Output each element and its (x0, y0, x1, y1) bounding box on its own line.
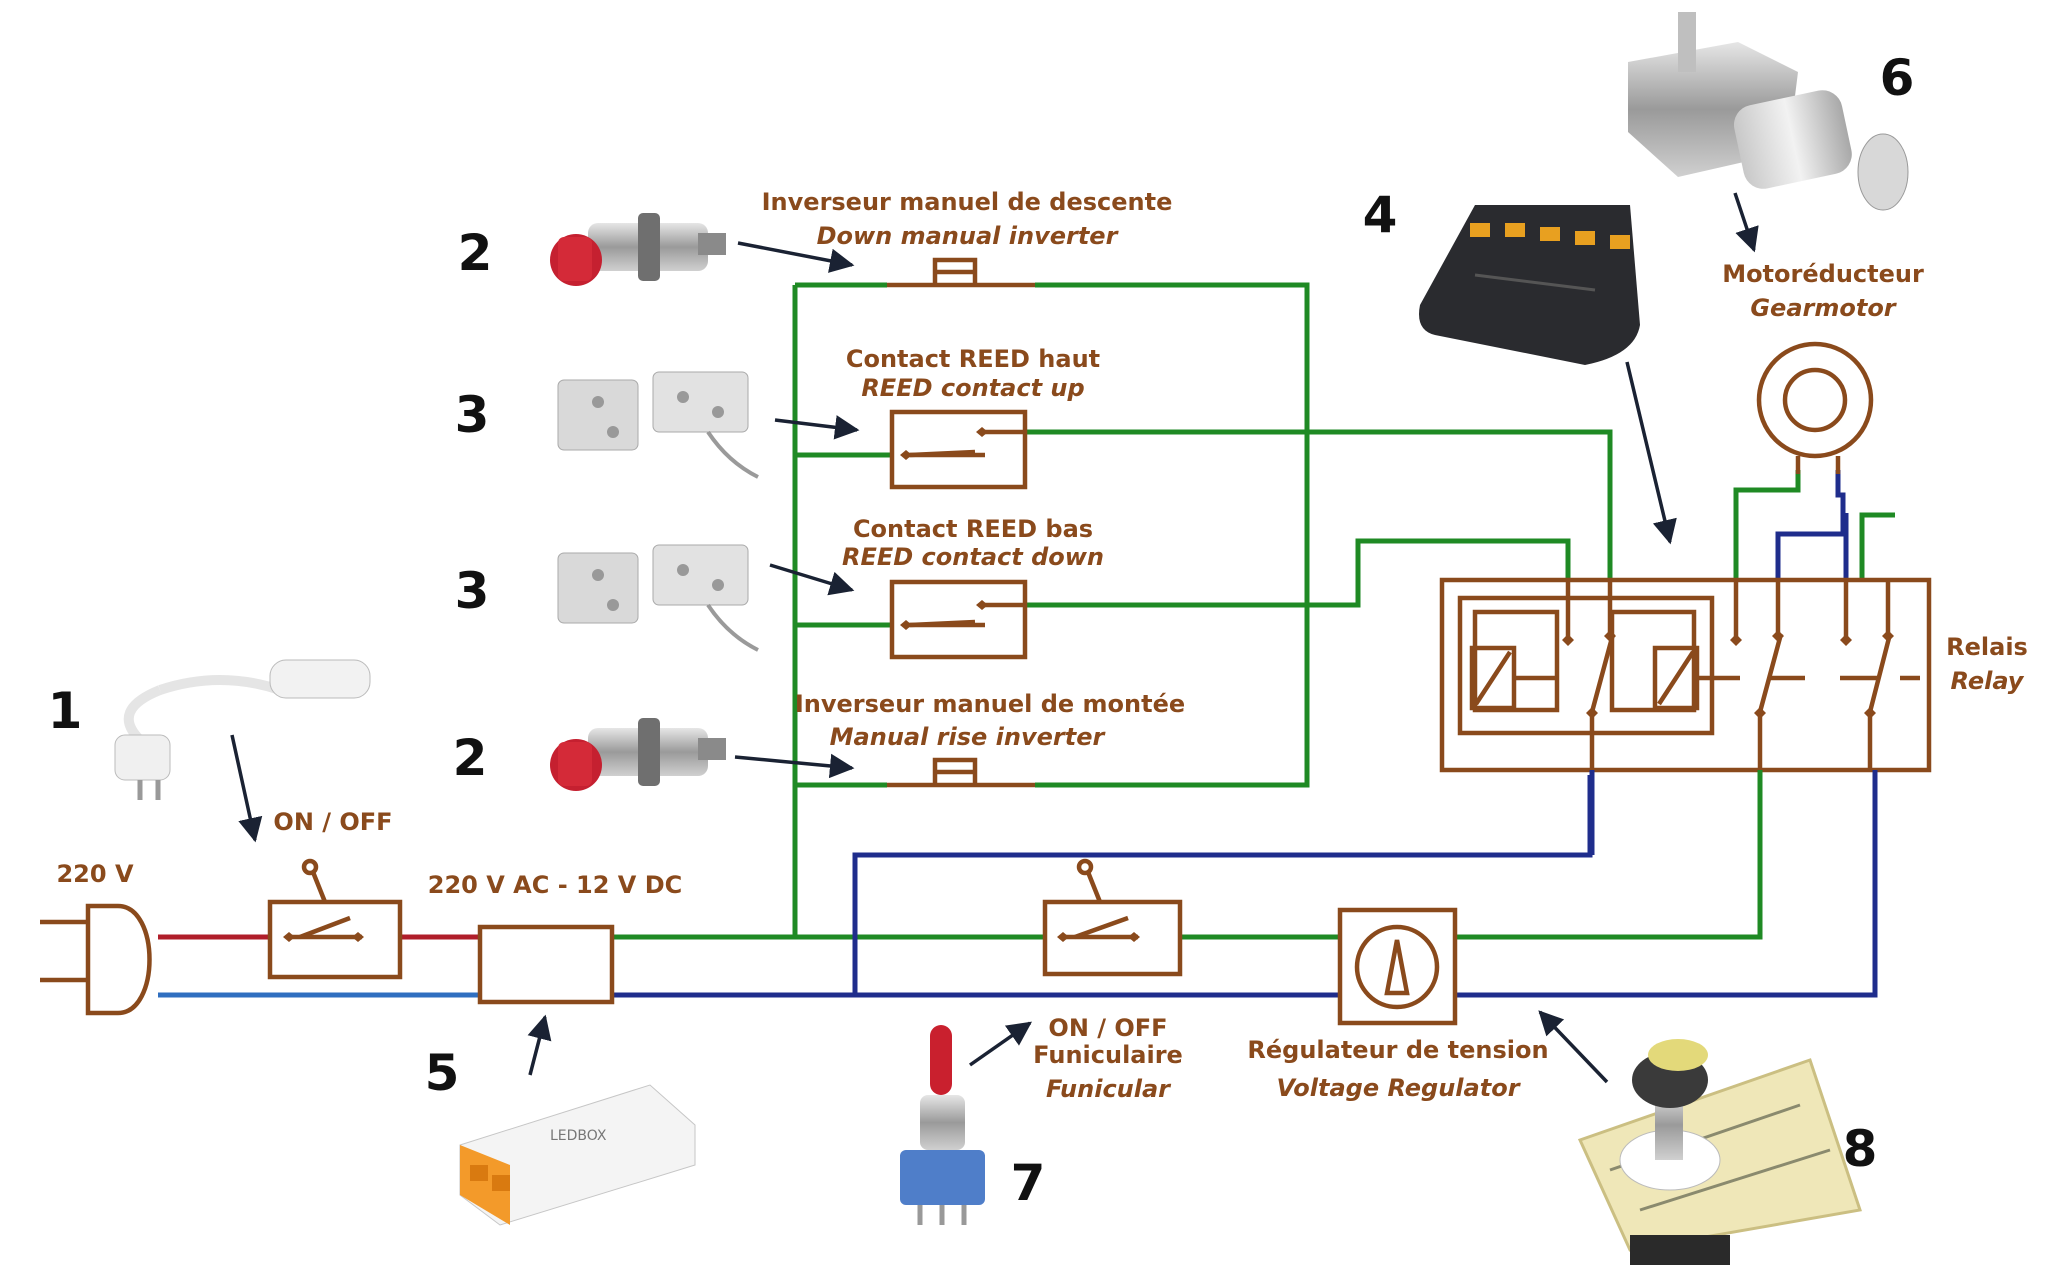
reed-up-label-fr: Contact REED haut (846, 345, 1100, 373)
reed-up-label-en: REED contact up (861, 374, 1084, 402)
regulator-label-en: Voltage Regulator (1276, 1074, 1521, 1102)
number-1: 1 (48, 682, 83, 740)
reed-down-symbol (889, 579, 1028, 660)
reed-up-symbol (889, 409, 1028, 490)
gearmotor-photo-icon (1628, 12, 1909, 211)
power-supply-photo-icon: LEDBOX (459, 1084, 696, 1226)
funicular-switch (1042, 858, 1183, 977)
relay-symbol (1439, 577, 1932, 773)
funicular-onoff-label: ON / OFF (1048, 1014, 1167, 1042)
relay-label-en: Relay (1951, 667, 2025, 695)
number-2-bottom: 2 (453, 729, 488, 787)
motor-symbol (1756, 341, 1874, 474)
rise-inverter-symbol (887, 757, 1035, 788)
number-6: 6 (1880, 49, 1915, 107)
psu-label: 220 V AC - 12 V DC (428, 871, 682, 899)
number-3-bottom: 3 (455, 562, 490, 620)
mains-voltage-label: 220 V (56, 860, 133, 888)
reed-down-label-en: REED contact down (842, 543, 1104, 571)
regulator-board-photo-icon (1577, 1039, 1862, 1265)
down-inverter-symbol (887, 257, 1035, 288)
relay-module-photo-icon (1419, 205, 1640, 365)
down-inverter-label-fr: Inverseur manuel de descente (762, 188, 1173, 216)
mains-onoff-label: ON / OFF (273, 808, 392, 836)
reed-sensor-photo-icon (557, 544, 759, 652)
number-4: 4 (1363, 186, 1398, 244)
funicular-label-fr: Funiculaire (1033, 1041, 1183, 1069)
reed-down-label-fr: Contact REED bas (853, 515, 1093, 543)
mains-onoff-switch (267, 858, 403, 980)
svg-text:LEDBOX: LEDBOX (550, 1128, 607, 1144)
plug-symbol (40, 903, 152, 1016)
power-cord-photo-icon (114, 659, 371, 800)
funicular-label-en: Funicular (1046, 1075, 1172, 1103)
number-5: 5 (425, 1044, 460, 1102)
push-button-photo-icon (550, 213, 726, 286)
reed-sensor-photo-icon (557, 371, 759, 479)
relay-label-fr: Relais (1946, 633, 2028, 661)
number-2-top: 2 (458, 224, 493, 282)
voltage-regulator-symbol (1337, 907, 1458, 1026)
push-button-photo-icon (550, 718, 726, 791)
psu-box (477, 924, 615, 1005)
toggle-switch-photo-icon (900, 1025, 985, 1225)
rise-inverter-label-fr: Inverseur manuel de montée (795, 690, 1185, 718)
mains-wires (158, 934, 480, 998)
pointer-arrows (230, 192, 1759, 1084)
number-3-top: 3 (455, 386, 490, 444)
number-8: 8 (1843, 1120, 1878, 1178)
number-7: 7 (1011, 1154, 1046, 1212)
gearmotor-label-en: Gearmotor (1750, 294, 1897, 322)
green-wires (612, 282, 1895, 940)
down-inverter-label-en: Down manual inverter (817, 222, 1120, 250)
rise-inverter-label-en: Manual rise inverter (830, 723, 1107, 751)
gearmotor-label-fr: Motoréducteur (1722, 260, 1924, 288)
regulator-label-fr: Régulateur de tension (1247, 1036, 1548, 1064)
